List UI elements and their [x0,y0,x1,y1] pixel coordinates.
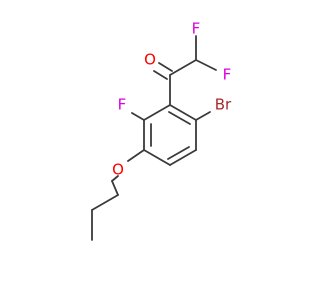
bond-oether-up [111,175,119,182]
bond-carbonyl-double-b [153,70,168,80]
ring-fluorine-label: F [118,96,127,114]
bond-carbonyl-chf2 [169,59,197,76]
ether-oxygen-label: O [112,161,124,179]
structure-drawing: O F F F Br O [91,20,232,241]
molecule-canvas: O F F F Br O [91,19,233,241]
bond-ring-br [195,111,211,121]
carbonyl-oxygen-label: O [144,51,156,69]
bond-chf2-f2 [195,59,217,71]
bond-o-ch2 [111,180,119,196]
bond-carbonyl-double-a [158,62,173,72]
bonds [91,35,217,241]
bromine-label: Br [215,96,232,114]
bond-ring-c1-c2 [169,104,197,121]
atom-labels: O F F F Br O [112,20,232,179]
difluoro-f1-label: F [192,20,201,38]
bond-ring-inner-1 [168,111,191,125]
difluoro-f2-label: F [223,66,232,84]
bond-ring-inner-2 [167,146,190,160]
bond-ch2-ch2 [91,194,119,211]
bond-ring-c3-c4 [169,149,197,166]
bond-ring-c6-c1 [143,104,171,121]
bond-ring-f [131,112,145,121]
bond-ring-c4-c5 [143,149,171,166]
bond-ring-oether [127,149,145,162]
